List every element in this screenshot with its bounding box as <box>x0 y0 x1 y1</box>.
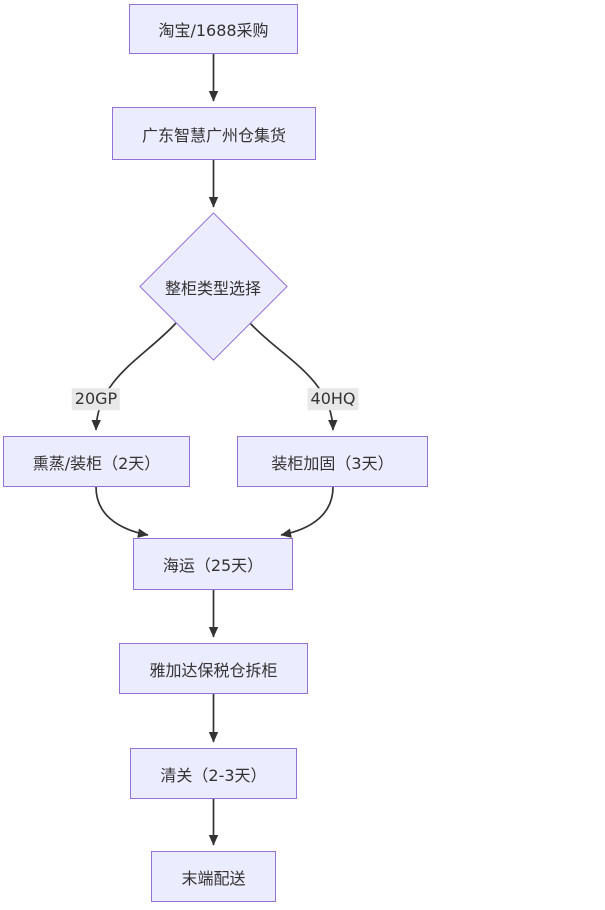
node-taobao-1688-purchase: 淘宝/1688采购 <box>129 4 298 54</box>
edge-reinforce-to-sea <box>280 486 334 538</box>
node-loading-reinforcement: 装柜加固（3天） <box>237 436 428 487</box>
node-last-mile-delivery: 末端配送 <box>151 851 276 902</box>
node-fumigation-loading: 熏蒸/装柜（2天） <box>3 436 190 487</box>
edge-container-type-to-reinforce <box>249 322 338 431</box>
edge-label-20gp: 20GP <box>71 388 121 410</box>
node-guangzhou-warehouse-consolidation: 广东智慧广州仓集货 <box>112 107 316 160</box>
edge-label-40hq: 40HQ <box>307 388 359 410</box>
node-container-type-decision: 整柜类型选择 <box>164 278 261 298</box>
edge-fumigation-to-sea <box>95 486 149 538</box>
edge-container-type-to-fumigation <box>91 322 177 431</box>
node-jakarta-bonded-warehouse-devanning: 雅加达保税仓拆柜 <box>119 643 308 694</box>
node-sea-freight: 海运（25天） <box>133 538 293 590</box>
node-customs-clearance: 清关（2-3天） <box>130 748 297 799</box>
